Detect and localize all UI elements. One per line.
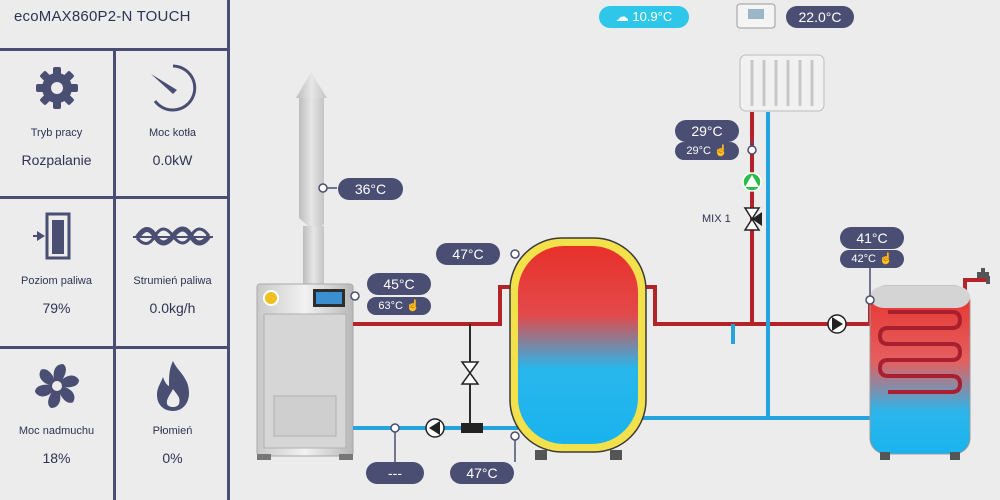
hand-icon: ☝ <box>713 145 728 157</box>
mixer-pump-icon[interactable] <box>742 172 762 192</box>
dhw-pump-icon[interactable] <box>827 314 847 334</box>
setpoint-value: 42°C <box>851 253 876 265</box>
tile-label: Poziom paliwa <box>21 275 92 287</box>
mixer-temp-badge[interactable]: 29°C <box>675 120 739 142</box>
tile-fuel-level[interactable]: Poziom paliwa 79% <box>0 199 113 344</box>
tile-operation-mode[interactable]: Tryb pracy Rozpalanie <box>0 51 113 196</box>
tile-label: Moc nadmuchu <box>18 425 95 437</box>
tile-label: Tryb pracy <box>30 127 83 139</box>
room-temp-badge[interactable]: 22.0°C <box>786 6 854 28</box>
gauge-icon <box>116 63 229 113</box>
mixing-valve-icon[interactable] <box>743 207 762 231</box>
hand-icon: ☝ <box>878 253 893 265</box>
tile-label: Moc kotła <box>148 127 197 139</box>
buffer-top-temp-badge[interactable]: 47°C <box>436 243 500 265</box>
boiler-temp-badge[interactable]: 45°C <box>367 273 431 295</box>
tile-value: 0.0kW <box>152 152 193 168</box>
sensor-points <box>318 145 875 441</box>
tile-flame[interactable]: Płomień 0% <box>116 349 229 494</box>
boiler-setpoint-badge[interactable]: 63°C ☝ <box>367 297 431 315</box>
tap-icon <box>977 268 990 284</box>
buffer-tank[interactable] <box>509 237 647 460</box>
hand-icon: ☝ <box>405 300 420 312</box>
buffer-bottom-temp-badge[interactable]: 47°C <box>450 462 514 484</box>
tile-boiler-power[interactable]: Moc kotła 0.0kW <box>116 51 229 196</box>
tee-fitting <box>461 423 483 433</box>
fan-icon <box>0 361 113 411</box>
boiler-pump-icon[interactable] <box>425 418 445 438</box>
tile-fuel-flow[interactable]: Strumień paliwa 0.0kg/h <box>116 199 229 344</box>
thermostat-icon[interactable] <box>736 3 776 29</box>
setpoint-value: 63°C <box>378 300 403 312</box>
side-panel: ecoMAX860P2-N TOUCH Tryb pracy Rozpalani… <box>0 0 230 500</box>
dhw-setpoint-badge[interactable]: 42°C ☝ <box>840 250 904 268</box>
tile-value: 79% <box>42 300 71 316</box>
divider <box>0 48 230 51</box>
radiator-icon <box>739 54 825 112</box>
auger-icon <box>116 211 229 261</box>
cloud-icon: ☁ <box>615 9 629 24</box>
tile-value: 18% <box>42 450 71 466</box>
tile-value: Rozpalanie <box>21 152 92 168</box>
app-title: ecoMAX860P2-N TOUCH <box>14 8 191 25</box>
gear-icon <box>0 63 113 113</box>
mixer-label: MIX 1 <box>702 213 731 225</box>
cold-pipes <box>353 112 870 430</box>
tile-value: 0.0kg/h <box>149 300 196 316</box>
weather-badge[interactable]: ☁ 10.9°C <box>599 6 689 28</box>
outdoor-temp: 10.9°C <box>632 9 673 24</box>
dhw-temp-badge[interactable]: 41°C <box>840 227 904 249</box>
chimney <box>296 72 327 286</box>
hydraulic-diagram <box>256 3 990 462</box>
flue-temp-badge[interactable]: 36°C <box>338 178 403 200</box>
flame-icon <box>116 361 229 411</box>
tile-fan-power[interactable]: Moc nadmuchu 18% <box>0 349 113 494</box>
divider <box>113 50 116 500</box>
setpoint-value: 29°C <box>686 145 711 157</box>
tile-label: Strumień paliwa <box>133 275 212 287</box>
mixer-setpoint-badge[interactable]: 29°C ☝ <box>675 142 739 160</box>
fuel-level-icon <box>0 211 113 261</box>
dhw-tank[interactable] <box>869 285 971 460</box>
return-temp-badge[interactable]: --- <box>366 462 424 484</box>
boiler[interactable] <box>256 283 354 460</box>
bypass-valve-icon[interactable] <box>460 361 480 385</box>
tile-value: 0% <box>162 450 183 466</box>
tile-label: Płomień <box>152 425 193 437</box>
